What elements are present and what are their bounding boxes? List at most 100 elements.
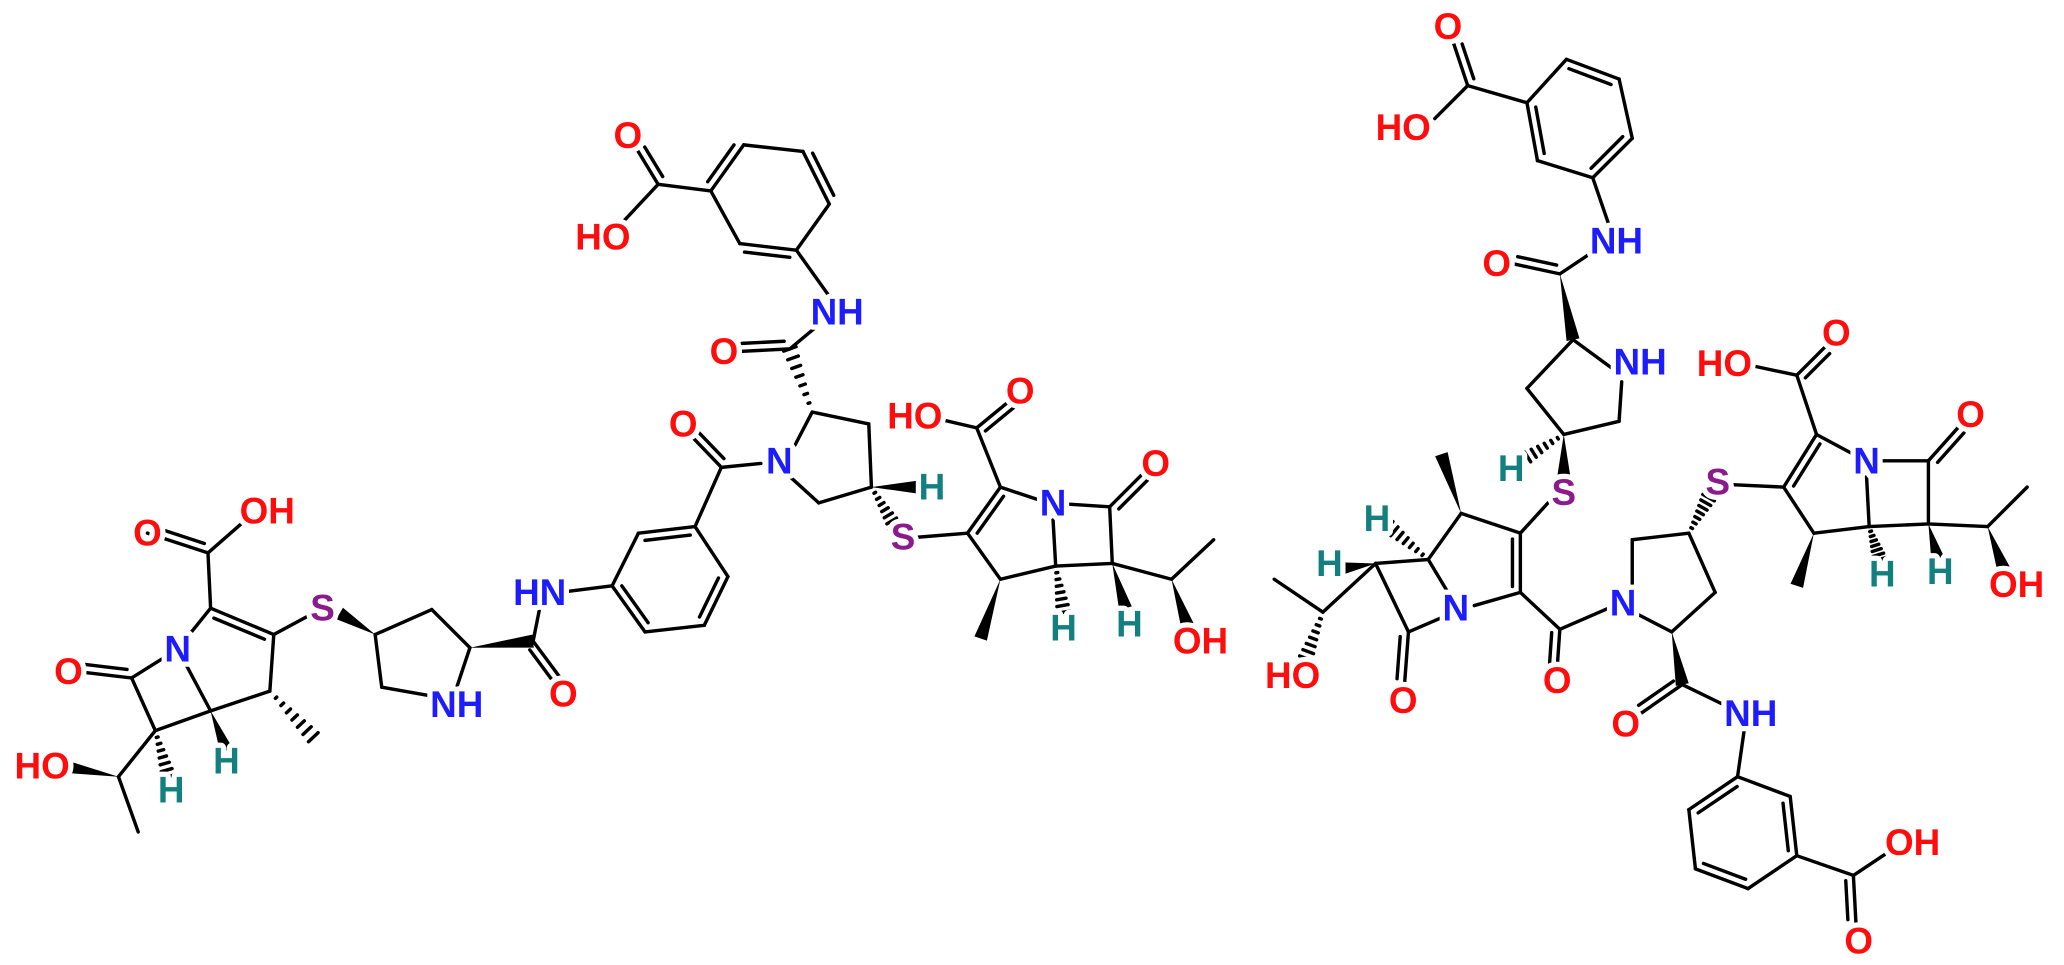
hash-bond [290, 713, 300, 722]
hash-bond [877, 500, 886, 508]
bonds [61, 40, 2029, 926]
single-bond [1525, 337, 1575, 391]
single-bond [1169, 538, 1216, 581]
atom-label: H [158, 769, 185, 810]
atom-label: H [1869, 553, 1896, 594]
atom-label: H [919, 467, 946, 508]
hash-bond [1555, 435, 1560, 441]
double-bond [1781, 432, 1819, 489]
atom-label: HO [1697, 343, 1752, 384]
atom-label: O [1389, 680, 1418, 721]
single-bond [935, 416, 979, 430]
wedge-bond [1112, 563, 1132, 611]
single-bond [965, 531, 1003, 581]
single-bond [129, 647, 180, 680]
double-bond-inner [975, 494, 1006, 535]
single-bond [1634, 611, 1674, 634]
wedge-bond [871, 480, 919, 494]
atom-label: H [1927, 551, 1954, 592]
hash-bond [273, 695, 279, 701]
single-bond [709, 189, 742, 246]
atom-label: H [1364, 498, 1391, 539]
double-bond-inner [212, 616, 267, 641]
double-bond [1851, 873, 1858, 926]
atom-label: H [1050, 607, 1077, 648]
single-bond [1373, 557, 1430, 566]
atom-label: N [1610, 582, 1637, 623]
single-bond [1735, 728, 1746, 779]
hash-bond [1317, 616, 1324, 621]
atom-label: OH [240, 490, 295, 531]
single-bond [643, 623, 706, 634]
single-bond [1525, 386, 1566, 437]
atom-label: S [310, 588, 335, 629]
double-bond-inner [1395, 634, 1402, 681]
hash-bond [1549, 438, 1555, 446]
hash-bond [1420, 552, 1425, 558]
double-bond-inner [1935, 431, 1966, 465]
wedge-bond [1339, 562, 1376, 576]
hash-bond [1382, 519, 1395, 534]
double-bond-inner [705, 143, 736, 184]
single-bond [917, 531, 970, 539]
double-bond [1591, 136, 1634, 180]
double-bond-inner [1460, 42, 1476, 81]
hash-bond [1307, 635, 1319, 642]
atom-label: HO [887, 396, 942, 437]
single-bond [1687, 807, 1698, 871]
single-bond [1814, 432, 1856, 456]
double-bond [709, 143, 746, 193]
hash-bond [1516, 453, 1527, 469]
hash-bond [872, 490, 878, 495]
wedge-bond [469, 634, 534, 648]
hash-bond [1529, 447, 1538, 459]
hash-bond [1054, 577, 1062, 582]
double-bond [735, 347, 792, 354]
atom-label: O [1006, 371, 1035, 412]
atom-label: H [1116, 604, 1143, 645]
atom-label: NH [1614, 342, 1667, 383]
hash-bond [284, 707, 293, 715]
hash-bond [882, 511, 895, 520]
double-bond-inner [643, 533, 692, 543]
wedge-bond [61, 759, 119, 777]
single-bond [719, 461, 763, 470]
single-bond [206, 551, 213, 610]
hash-bond [1054, 596, 1068, 602]
single-bond [998, 564, 1058, 581]
double-bond [1525, 101, 1540, 163]
wedge-bond [1557, 434, 1571, 477]
hash-bond [1689, 525, 1695, 531]
molecule-left: O OH S O N HO H H NH HN O O N O NH HO O … [9, 110, 1233, 816]
double-bond-inner [620, 584, 650, 625]
atom-label: NH [1724, 693, 1777, 734]
hash-bond [1701, 492, 1717, 503]
double-bond [1402, 630, 1411, 687]
single-bond [116, 728, 158, 779]
atom-label: O [710, 331, 739, 372]
hash-bond [1697, 503, 1709, 512]
hash-bond [1542, 441, 1549, 450]
wedge-bond [974, 579, 1001, 641]
double-bond-inner [696, 430, 726, 461]
single-bond [1321, 561, 1378, 614]
single-bond [175, 606, 213, 651]
single-bond [1746, 853, 1799, 891]
hash-bond [1691, 520, 1698, 526]
double-bond-inner [983, 405, 1017, 433]
atom-label: O [1611, 704, 1640, 745]
single-bond [1465, 83, 1529, 105]
hash-bond [158, 760, 171, 767]
hash-bond [295, 719, 307, 729]
double-bond [145, 531, 210, 555]
hash-bond [1693, 514, 1702, 522]
atom-label: O [1822, 313, 1851, 354]
atom-label: HO [575, 217, 630, 258]
atom-label: S [1706, 461, 1731, 502]
hash-bond [301, 725, 313, 737]
double-bond [1788, 794, 1799, 858]
hash-bond [1695, 509, 1706, 517]
single-bond [208, 689, 272, 713]
hash-bond [1389, 525, 1400, 538]
single-bond [455, 645, 472, 689]
